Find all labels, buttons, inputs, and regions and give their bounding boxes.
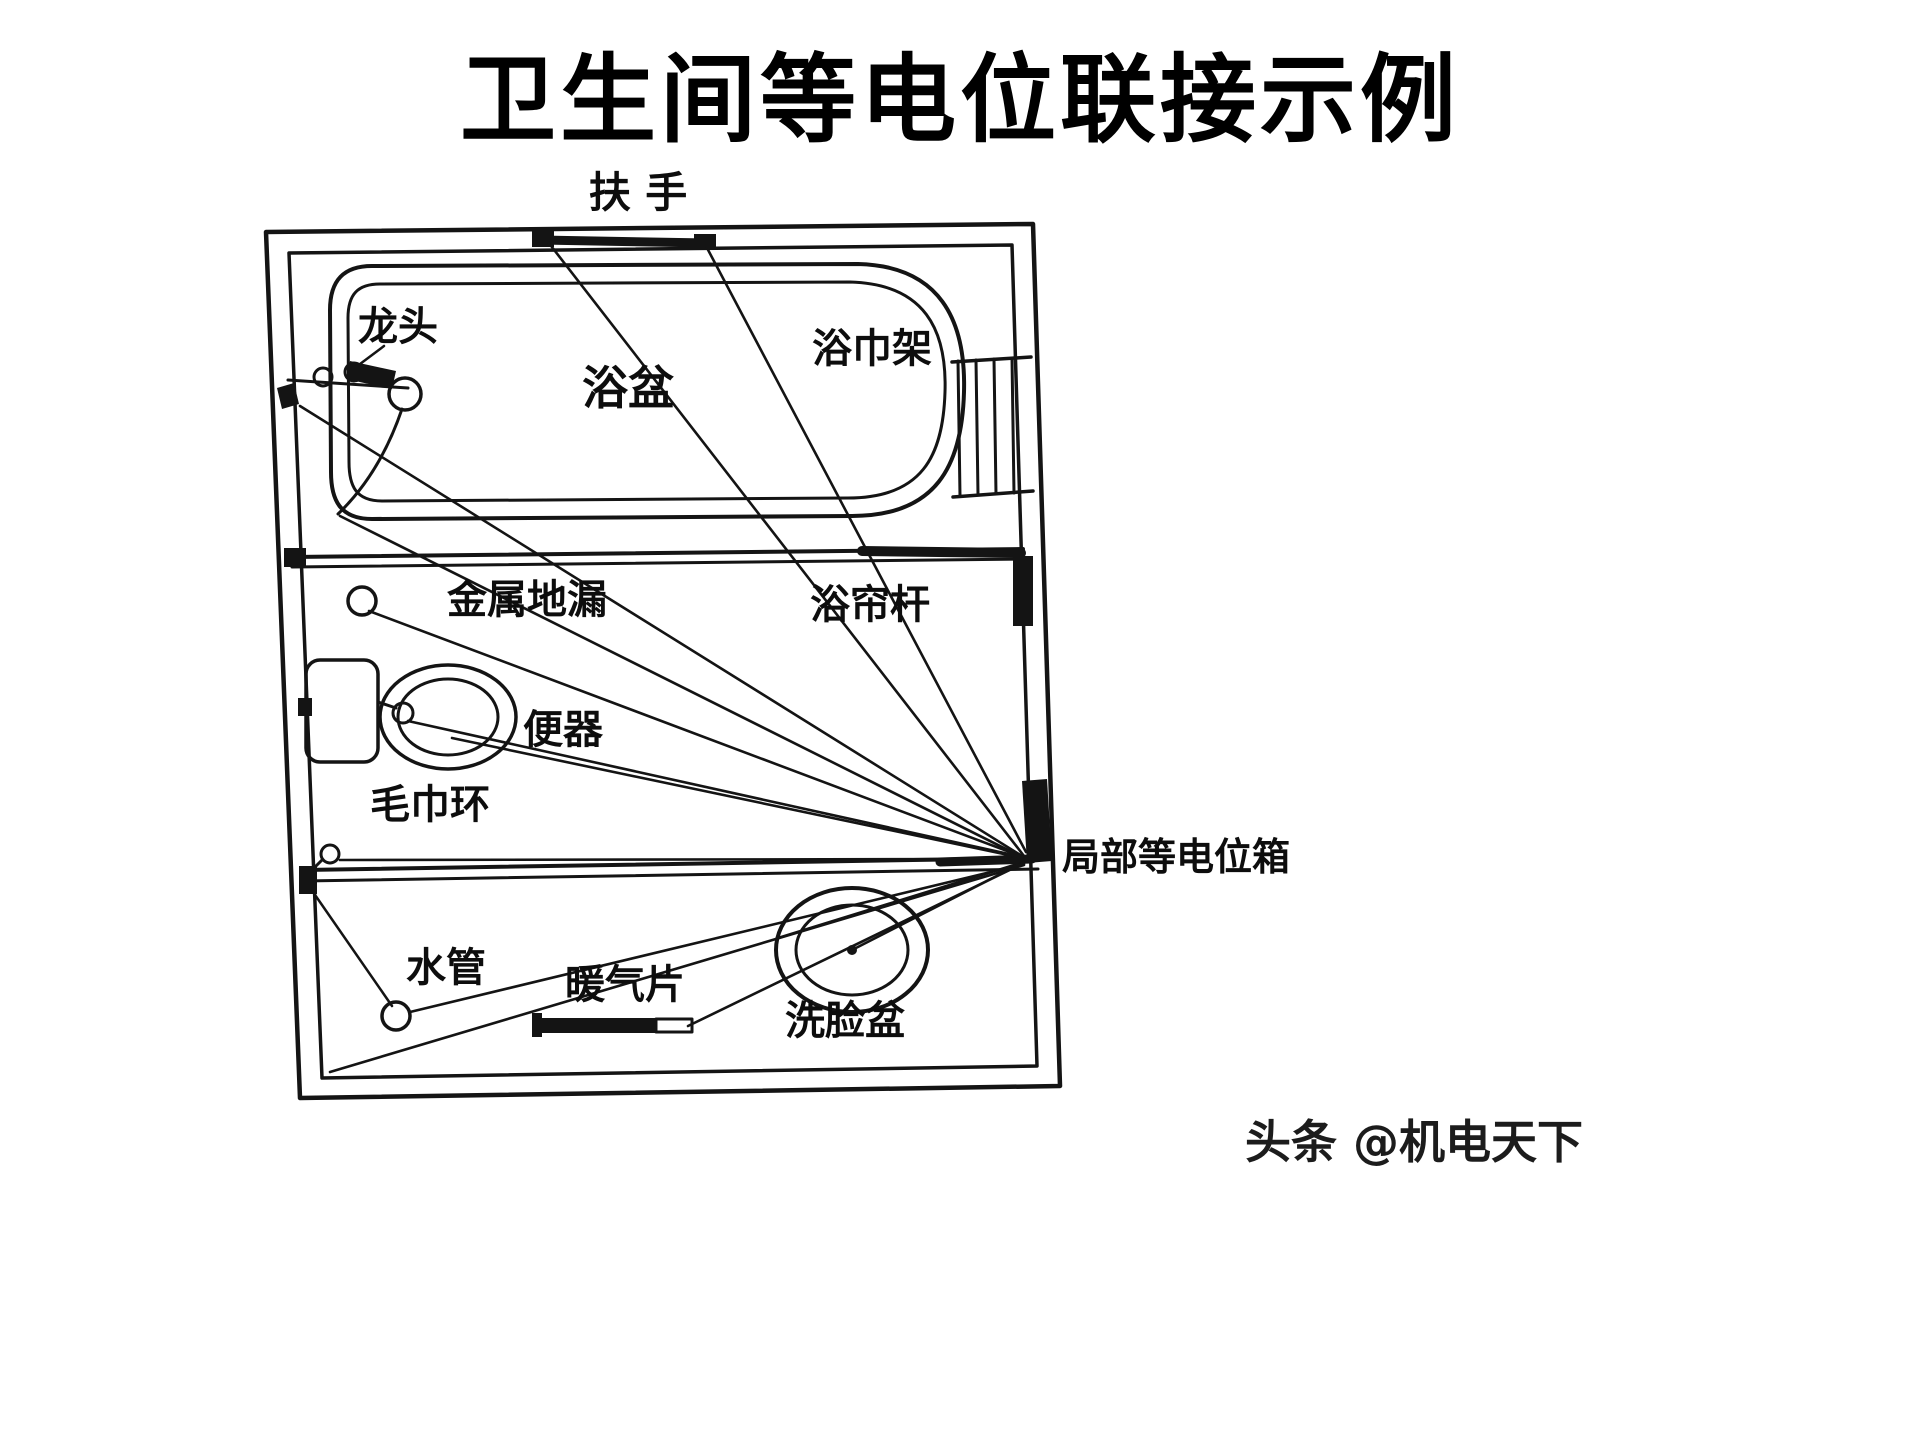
equipotential-box-icon [1022, 779, 1052, 863]
faucet-icon [277, 344, 423, 516]
label-towel-rack: 浴巾架 [812, 326, 932, 372]
label-metal-floor-drain: 金属地漏 [446, 577, 607, 623]
bathtub-icon [328, 262, 967, 521]
label-water-pipe: 水管 [406, 945, 486, 991]
upper-divider-wall [284, 546, 1033, 626]
floor-drain-icon [346, 585, 378, 617]
handrail-icon [532, 231, 716, 250]
label-bathtub: 浴盆 [582, 361, 674, 415]
towel-rack-icon [950, 355, 1035, 499]
label-radiator: 暖气片 [565, 962, 685, 1008]
label-shower-curtain-rod: 浴帘杆 [810, 582, 930, 628]
label-faucet: 龙头 [358, 304, 438, 350]
toilet-icon [298, 658, 518, 771]
page-title: 卫生间等电位联接示例 [460, 43, 1460, 156]
label-toilet: 便器 [523, 707, 604, 753]
bathroom-wall-outline [263, 221, 1063, 1101]
label-towel-ring: 毛巾环 [370, 782, 490, 828]
radiator-icon [532, 1013, 694, 1037]
water-pipe-icon [380, 1000, 412, 1032]
lower-divider-wall [301, 854, 1040, 883]
watermark: 头条 @机电天下 [1245, 1115, 1584, 1169]
label-wash-basin: 洗脸盆 [785, 998, 905, 1044]
faucet-label-pointer [354, 344, 386, 369]
label-handrail: 扶 手 [589, 168, 688, 217]
bonding-conductor-lines [298, 240, 1028, 1074]
label-local-equipotential-box: 局部等电位箱 [1062, 835, 1290, 879]
